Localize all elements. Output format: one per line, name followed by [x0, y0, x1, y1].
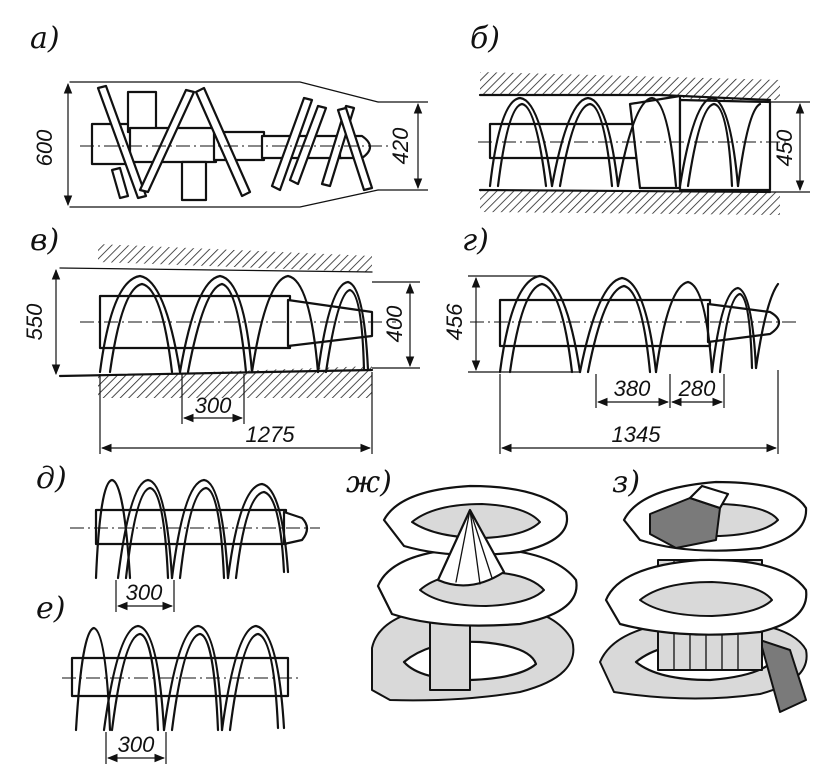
- panel-label-z: з): [612, 465, 640, 500]
- dimension-label: 450: [772, 129, 797, 166]
- panel-label-a: а): [30, 21, 60, 56]
- knife-edge: [688, 484, 730, 510]
- panel-b: б) 450: [470, 21, 810, 215]
- screw-flights: [98, 274, 370, 374]
- cone-shading: [455, 509, 493, 585]
- middle-flight-face: [639, 581, 773, 617]
- dimension-label: 1275: [246, 422, 296, 447]
- panel-label-d: д): [36, 461, 67, 496]
- shaft-boss: [126, 90, 158, 134]
- dimension-label: 550: [22, 303, 47, 340]
- cone-outline-top: [69, 81, 379, 103]
- panel-z: з): [599, 465, 808, 713]
- screw-flights: [94, 478, 290, 580]
- shaft-foot: [180, 160, 208, 202]
- dimension-label: 300: [118, 732, 155, 757]
- panel-label-v: в): [30, 223, 59, 258]
- housing-wall: [58, 368, 374, 378]
- panel-d: д) 300: [36, 461, 320, 612]
- housing-wall: [59, 267, 373, 273]
- dimension-label: 600: [32, 129, 57, 166]
- housing-hatch-top: [98, 244, 372, 272]
- dimension-label: 400: [382, 305, 407, 342]
- housing-hatch-bottom: [480, 190, 780, 215]
- dimension-label: 300: [126, 580, 163, 605]
- panel-a: а) 600 420: [30, 21, 428, 208]
- dimension-label: 300: [195, 393, 232, 418]
- dimension-label: 280: [678, 376, 716, 401]
- dimension-label: 456: [442, 303, 467, 340]
- housing-hatch-top: [480, 72, 780, 100]
- dimension-label: 380: [614, 376, 651, 401]
- knife-tail: [759, 639, 807, 713]
- panel-v: в) 550 400 300 1275: [22, 223, 420, 454]
- cone-outline-bottom: [69, 189, 379, 208]
- blades: [96, 84, 374, 200]
- panel-label-zh: ж): [346, 465, 392, 500]
- panel-label-g: г): [462, 223, 489, 258]
- panel-label-b: б): [470, 21, 500, 56]
- cone-tip: [436, 508, 506, 587]
- dimension-label: 1345: [612, 422, 662, 447]
- panel-e: е) 300: [36, 591, 300, 764]
- housing-wall: [478, 188, 772, 194]
- panel-zh: ж): [346, 465, 578, 702]
- panel-label-e: е): [36, 591, 65, 626]
- panel-g: г) 456 380 280 1345: [442, 223, 796, 454]
- screw-flights: [74, 624, 286, 732]
- screw-flights: [498, 274, 780, 374]
- dimension-label: 420: [388, 127, 413, 164]
